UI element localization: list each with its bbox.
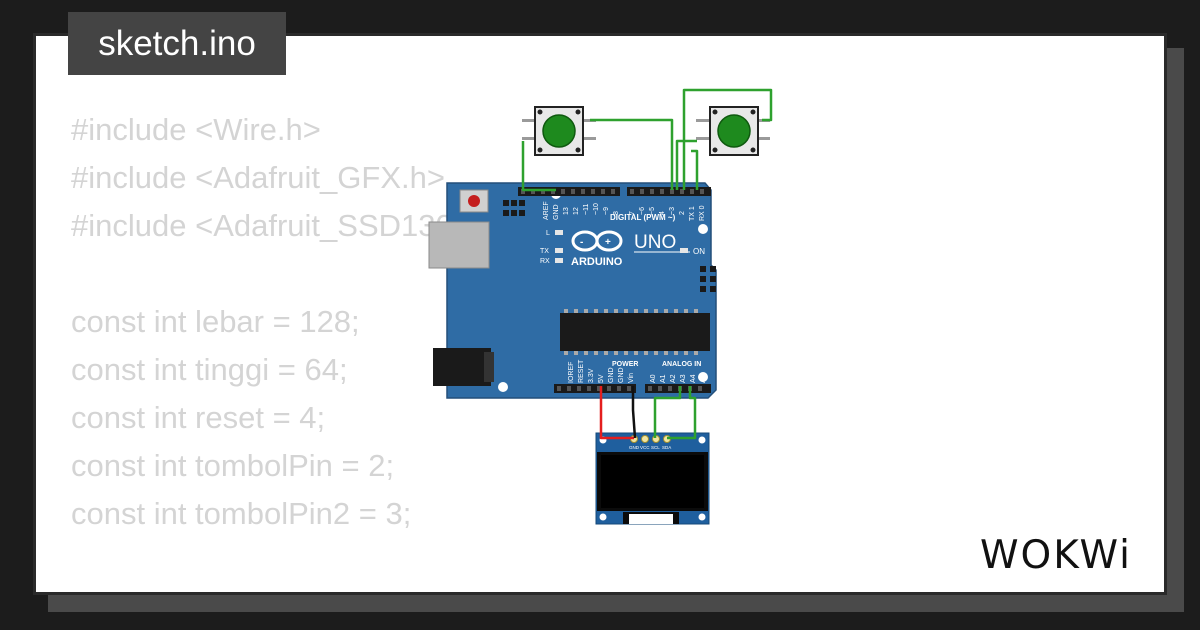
digital-header-label: DIGITAL (PWM ~) [610,213,676,222]
wires [521,88,773,440]
pin-label: ~5 [649,207,656,215]
rx-led [555,258,563,263]
pin-label: ~10 [593,203,600,215]
pin-label: A3 [680,374,687,383]
analog-header-label: ANALOG IN [662,361,701,368]
tx-label: TX [540,248,549,255]
on-led [680,248,688,253]
pushbutton-2[interactable] [696,106,770,156]
code-line: const int tombolPin = 2; [71,448,395,483]
pin-label: ~6 [639,207,646,215]
pin-label: 2 [679,211,686,215]
oled-pin-label: GND [629,445,640,450]
pin-label: 7 [629,211,636,215]
pin-label: RX 0 [699,205,706,221]
pin-label: 8 [613,211,620,215]
code-line: const int reset = 4; [71,400,326,435]
svg-text:+: + [605,237,611,248]
pin-label: Vin [628,373,635,383]
wire-sda [667,386,697,440]
arduino-uno-board[interactable]: - + ARDUINO UNO DIGITAL (PWM ~) POWER AN… [428,182,717,399]
wire-btn1-pin3 [590,118,674,190]
l-led [555,230,563,235]
svg-text:-: - [580,237,583,248]
code-line: const int lebar = 128; [71,304,360,339]
pin-label: IOREF [568,362,575,383]
wire-gnd [631,386,637,439]
pin-label: GND [608,367,615,383]
wire-btn2-pin2 [682,88,773,190]
oled-pin-label: SCL [651,445,660,450]
code-line: #include <Wire.h> [71,112,321,147]
pin-label: GND [618,367,625,383]
gnd-label: GND [553,204,560,220]
pushbutton-1-cap[interactable] [542,114,576,148]
pin-label: 5V [598,374,605,383]
code-line: #include <Adafruit_GFX.h> [71,160,445,195]
file-title-tab[interactable]: sketch.ino [68,12,286,75]
oled-pin-label: VCC [640,445,650,450]
wire-btn2-gnd [691,149,699,190]
pin-label: A5 [700,374,707,383]
pin-label: TX 1 [689,206,696,221]
power-header-label: POWER [612,361,638,368]
pin-label: RESET [578,359,585,383]
l-label: L [546,230,550,237]
pin-label: ~3 [669,207,676,215]
pin-label: 4 [659,211,666,215]
wire-btn1-gnd [521,141,556,192]
pin-label: 12 [573,207,580,215]
pin-label: 3.3V [588,368,595,383]
wire-scl [653,386,682,438]
aref-label: AREF [543,201,550,220]
wokwi-logo-text: WOKWi [980,533,1132,578]
wire-btn2-pin [675,139,697,190]
pushbutton-1[interactable] [522,106,596,156]
pin-label: A1 [660,374,667,383]
header-top-left [518,187,620,196]
wire-5v-vcc [599,386,634,440]
board-model: UNO [634,232,676,253]
code-line: const int tombolPin2 = 3; [71,496,412,531]
reset-button-cap[interactable] [468,195,480,207]
wokwi-logo: WOKWi [980,533,1132,578]
on-label: ON [693,247,705,256]
pin-label: A2 [670,374,677,383]
pin-label: 13 [563,207,570,215]
usb-port [428,221,490,269]
pin-label: ~11 [583,204,590,215]
pin-label: A0 [650,374,657,383]
board-brand: ARDUINO [571,256,623,268]
header-top-right [627,187,711,196]
code-line: const int tinggi = 64; [71,352,348,387]
rx-label: RX [540,258,550,265]
header-power [554,384,636,393]
oled-pin-label: SDA [662,445,671,450]
pin-label: ~9 [603,207,610,215]
tx-led [555,248,563,253]
pin-label: A4 [690,374,697,383]
atmega-chip [560,313,710,351]
pushbutton-2-cap[interactable] [717,114,751,148]
arduino-infinity-icon [571,230,623,252]
power-jack [433,348,491,386]
